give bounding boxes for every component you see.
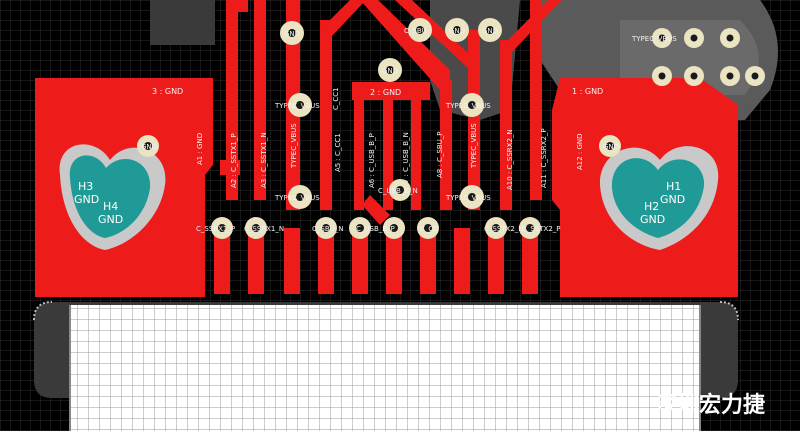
via: GND [478,18,502,42]
via [485,217,507,239]
via [417,217,439,239]
via-label: C_CC [420,225,438,233]
via: C_CC1 [332,87,340,110]
via: C_USB_B_N [378,179,418,201]
via-label: GND [382,67,398,75]
via-label: GND [482,27,498,35]
via-label: C_SBU_N [312,225,344,233]
via-label: C_SSRX1_P [196,225,235,233]
pin-label: A7 : C_USB_B_N [402,132,410,188]
via [315,217,337,239]
mid-pad-label: 2 : GND [370,88,401,97]
via [383,217,405,239]
via-label: C_USB_B_P [356,225,395,233]
connector-outline [33,301,739,431]
via: GND [378,58,402,82]
via-label: TYPEC_VBUS [445,102,491,110]
via-label: C_USB_B_N [378,187,418,195]
via-label: C_SSRX1_N [244,225,284,233]
mount-hole-label: H1 [666,180,681,193]
right-pad-label: 1 : GND [572,87,603,96]
via-label: C_SBU [404,27,427,35]
pin-label: A11 : C_SSRX2_P [540,128,548,188]
via-label: TYPEC_VBUS [274,102,320,110]
mount-hole-net: GND [660,193,685,206]
via-label: GND [603,143,619,151]
pin-labels: A1 : GND A2 : C_SSTX1_P A3 : C_SSTX1_N T… [196,123,584,190]
via [349,217,371,239]
via [684,66,704,86]
via [684,28,704,48]
traces [220,0,562,225]
via [652,28,672,48]
via: TYPEC_VBUS [445,185,491,209]
via [745,66,765,86]
mount-hole-label: H2 [644,200,659,213]
via: GND [599,135,621,157]
contact-fingers [214,228,538,294]
pin-label: A12 : GND [576,133,584,170]
via-label: C_SSTX2_N [484,225,524,233]
mount-hole-label: H3 [78,180,93,193]
via: TYPEC_VBUS [445,93,491,117]
via: C_SBU [404,18,432,42]
pin-label: A2 : C_SSTX1_P [230,133,238,188]
pin-label: A6 : C_USB_B_P [368,133,376,188]
pin-label: A10 : C_SSRX2_N [506,129,514,190]
vbus-via-cluster: TYPEC_VBUS [631,28,765,86]
via [245,217,267,239]
via: GND [280,21,304,45]
pin-label: TYPEC_VBUS [470,123,478,169]
via-label: TYPEC_VBUS [274,194,320,202]
via [211,217,233,239]
mount-hole-label: H4 [103,200,118,213]
via [720,28,740,48]
via-label: C_CC1 [332,87,340,110]
via-label: GND [449,27,465,35]
via-label: C_SSTX2_P [522,225,561,233]
watermark: 深圳宏力捷 [655,392,766,418]
pin-label: A3 : C_SSTX1_N [260,132,268,188]
via: TYPEC_VBUS [274,185,320,209]
via-row: C_SSRX1_P C_SSRX1_N C_SBU_N C_USB_B_P C_… [196,217,561,239]
mid-gnd-pad: 2 : GND [352,82,430,100]
mount-hole-net: GND [640,213,665,226]
pin-label: TYPEC_VBUS [290,123,298,169]
via-label: GND [284,30,300,38]
via: GND [445,18,469,42]
pin-label: A1 : GND [196,133,204,165]
via [519,217,541,239]
via-label: GND [141,143,157,151]
pin-label: A8 : C_SBU_P [436,131,444,178]
via-label: TYPEC_VBUS [631,35,677,43]
right-mount-hole: H1 GND H2 GND [599,146,719,250]
via [652,66,672,86]
via [720,66,740,86]
left-mount-hole: H3 GND H4 GND [59,144,166,250]
vias: GND C_SBU GND GND GND TYPEC_VBUS TYPEC_V… [137,18,621,209]
via: TYPEC_VBUS [274,93,320,117]
pin-label: A5 : C_CC1 [334,133,342,172]
mount-hole-net: GND [74,193,99,206]
via-label: TYPEC_VBUS [445,194,491,202]
via: GND [137,135,159,157]
mount-hole-net: GND [98,213,123,226]
left-pad-label: 3 : GND [152,87,183,96]
